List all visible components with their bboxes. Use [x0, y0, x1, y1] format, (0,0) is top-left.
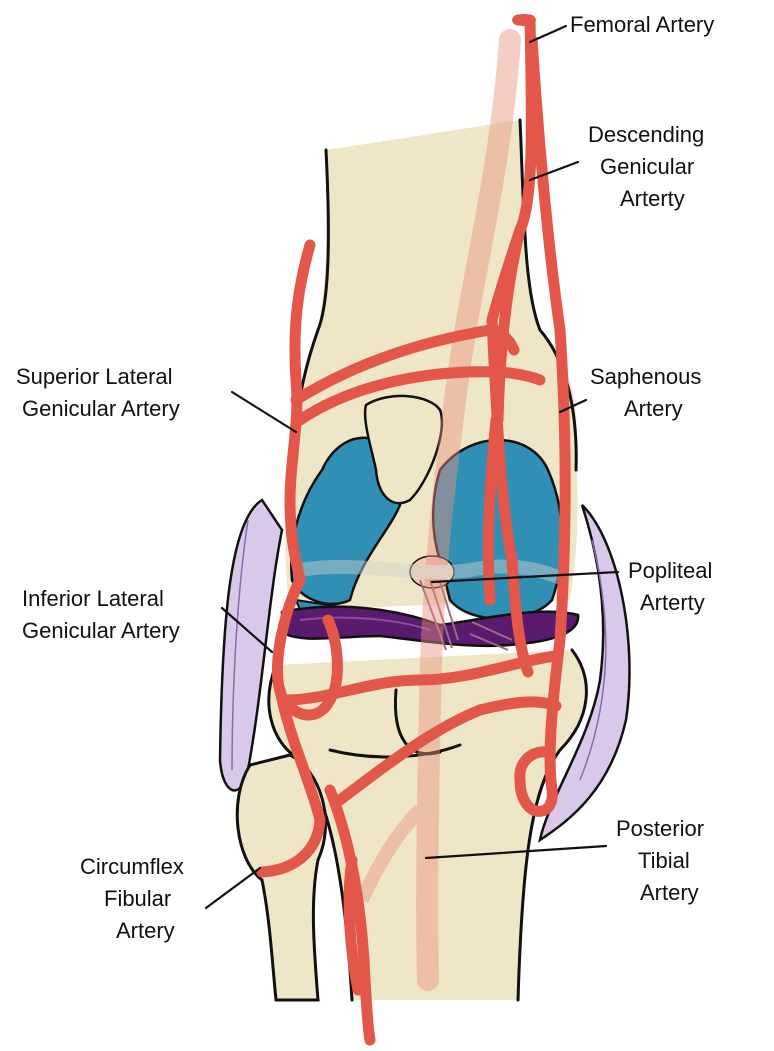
medial-collateral-ligament — [220, 500, 282, 790]
svg-text:Artery: Artery — [624, 396, 683, 421]
svg-text:Saphenous: Saphenous — [590, 364, 701, 389]
label-saphenous-artery: Saphenous Artery — [560, 364, 701, 421]
svg-text:Artery: Artery — [640, 880, 699, 905]
label-femoral-artery: Femoral Artery — [530, 12, 714, 42]
svg-text:Superior Lateral: Superior Lateral — [16, 364, 173, 389]
label-superior-lateral-genicular-artery: Superior Lateral Genicular Artery — [16, 364, 296, 432]
svg-text:Genicular Artery: Genicular Artery — [22, 618, 180, 643]
svg-text:Genicular: Genicular — [600, 154, 694, 179]
svg-text:Inferior Lateral: Inferior Lateral — [22, 586, 164, 611]
label-line: Femoral Artery — [570, 12, 714, 37]
svg-text:Arterty: Arterty — [640, 590, 705, 615]
svg-text:Circumflex: Circumflex — [80, 854, 184, 879]
svg-text:Artery: Artery — [116, 918, 175, 943]
svg-text:Tibial: Tibial — [638, 848, 690, 873]
svg-text:Popliteal: Popliteal — [628, 558, 712, 583]
svg-text:Arterty: Arterty — [620, 186, 685, 211]
label-descending-genicular-artery: Descending Genicular Arterty — [530, 122, 704, 211]
label-circumflex-fibular-artery: Circumflex Fibular Artery — [80, 854, 260, 943]
svg-text:Genicular Artery: Genicular Artery — [22, 396, 180, 421]
svg-text:Posterior: Posterior — [616, 816, 704, 841]
svg-text:Fibular: Fibular — [104, 886, 171, 911]
svg-text:Descending: Descending — [588, 122, 704, 147]
femoral-artery-top — [512, 14, 536, 26]
